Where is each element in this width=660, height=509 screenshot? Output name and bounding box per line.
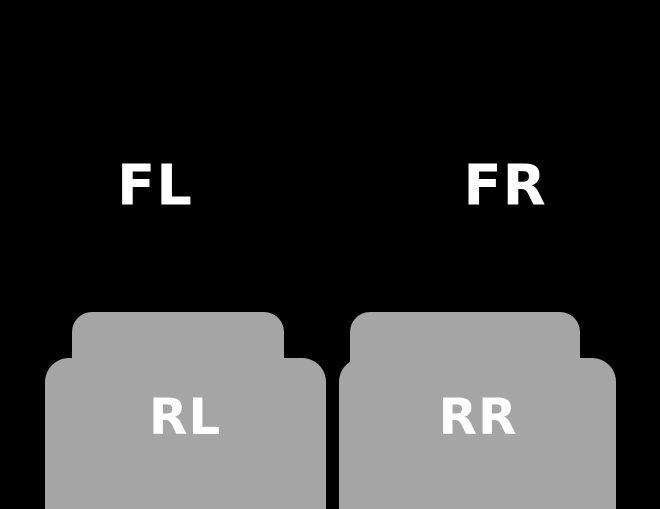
rear-right-mat-body	[339, 358, 616, 509]
rear-right-label: RR	[438, 388, 518, 446]
front-left-label: FL	[117, 153, 193, 219]
rear-left-label: RL	[148, 388, 222, 446]
front-right-label: FR	[463, 153, 547, 219]
rear-left-mat-body	[45, 358, 326, 509]
